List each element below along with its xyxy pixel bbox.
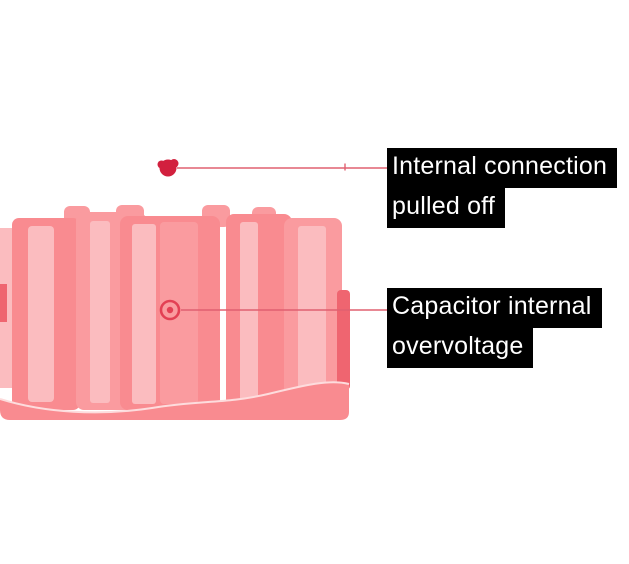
connection-dot-marker: [157, 160, 166, 169]
capacitor-cell: [226, 214, 292, 410]
capacitor-bank: [0, 205, 350, 420]
annotation-label-internal-connection: Internal connection pulled off: [387, 148, 618, 228]
capacitor-highlight-stripe: [298, 226, 326, 404]
annotation-label-capacitor-overvoltage: Capacitor internal overvoltage: [387, 288, 602, 368]
overvoltage-target-marker: [159, 299, 181, 321]
connection-dot-marker: [169, 159, 179, 168]
capacitor-highlight-stripe: [28, 226, 54, 402]
wave-highlight-line: [0, 381, 350, 414]
capacitor-highlight-stripe: [240, 222, 258, 404]
capacitor-wavy-base: [0, 382, 349, 420]
capacitor-edge-accent: [0, 284, 7, 322]
capacitor-highlight-stripe: [132, 224, 156, 404]
annotation-markers: [157, 159, 387, 321]
annotation-label-line: Internal connection: [387, 148, 618, 188]
capacitor-edge-accent: [337, 290, 350, 390]
annotation-label-line: overvoltage: [387, 328, 534, 368]
annotation-label-line: Capacitor internal: [387, 288, 602, 328]
capacitor-highlight-stripe: [90, 221, 110, 403]
overvoltage-target-center: [166, 306, 174, 314]
annotation-label-line: pulled off: [387, 188, 506, 228]
